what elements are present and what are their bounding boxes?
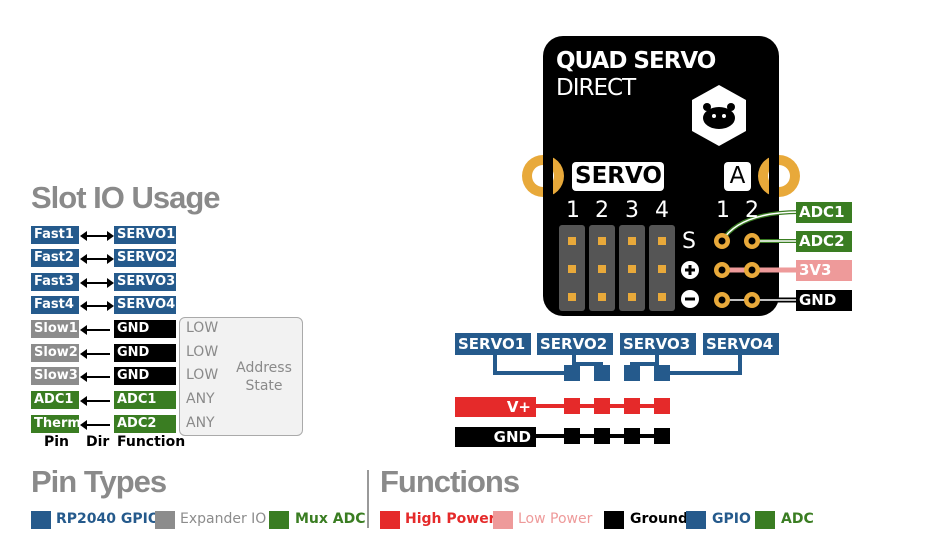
col-pin-caption: Pin xyxy=(44,434,70,450)
col-dir-caption: Dir xyxy=(86,434,110,450)
legend-label: Low Power xyxy=(518,511,593,527)
servo4-label: SERVO4 xyxy=(703,333,779,355)
servo-signal-lines xyxy=(493,355,742,375)
vplus-label: V+ xyxy=(506,398,531,416)
legend-label: RP2040 GPIO xyxy=(56,511,160,527)
legend-swatch xyxy=(604,511,624,529)
servo-label: SERVO xyxy=(575,163,662,189)
legend-label: Expander IO xyxy=(180,511,267,527)
state-label: State xyxy=(245,378,283,394)
function-tag: SERVO1 xyxy=(114,226,176,244)
vplus-rail xyxy=(455,397,670,417)
left-arrow xyxy=(80,396,110,406)
address-label: Address xyxy=(236,360,292,376)
left-arrow xyxy=(80,349,110,359)
servo-number: 3 xyxy=(625,198,639,223)
legend-label: Mux ADC xyxy=(295,511,366,527)
servo-signal-pads xyxy=(564,365,670,381)
legend-label: Ground xyxy=(630,511,688,527)
function-tag: ADC1 xyxy=(114,391,176,409)
address-state-label: Address State xyxy=(226,359,302,395)
pin-tag: Slow1 xyxy=(31,320,79,338)
bidirectional-arrow xyxy=(80,278,114,288)
pin-tag: ADC1 xyxy=(31,391,79,409)
legend-swatch xyxy=(155,511,175,529)
a-number: 2 xyxy=(745,198,759,223)
v3v3-pin-label: 3V3 xyxy=(796,260,852,281)
pin-tag: Fast4 xyxy=(31,296,79,314)
a-pads xyxy=(714,233,760,308)
adc2-pin-label: ADC2 xyxy=(796,231,852,252)
servo2-label: SERVO2 xyxy=(537,333,613,355)
gnd-rail-label: GND xyxy=(493,428,531,446)
pin-tag: Fast3 xyxy=(31,273,79,291)
legend-swatch xyxy=(31,511,51,529)
bear-logo-icon xyxy=(692,85,746,146)
legend-label: High Power xyxy=(405,511,496,527)
legend-swatch xyxy=(380,511,400,529)
left-arrow xyxy=(80,372,110,382)
legend-label: ADC xyxy=(781,511,814,527)
pin-tag: Therm xyxy=(31,415,81,433)
gnd-pin-label: GND xyxy=(796,290,852,311)
function-tag: SERVO3 xyxy=(114,273,176,291)
function-tag: GND xyxy=(114,367,176,385)
board-title-line2: DIRECT xyxy=(556,75,636,101)
pin-tag: Fast2 xyxy=(31,249,79,267)
pin-tag: Slow3 xyxy=(31,367,79,385)
function-tag: GND xyxy=(114,344,176,362)
function-tag: SERVO2 xyxy=(114,249,176,267)
level-label: LOW xyxy=(186,367,219,383)
legend-swatch xyxy=(493,511,513,529)
board-title-line1: QUAD SERVO xyxy=(556,48,716,74)
s-label: S xyxy=(682,229,696,254)
servo-number: 4 xyxy=(655,198,669,223)
servo-header xyxy=(559,225,675,311)
servo1-label: SERVO1 xyxy=(455,333,531,355)
level-label: ANY xyxy=(186,415,215,431)
legend-swatch xyxy=(686,511,706,529)
a-label: A xyxy=(729,163,746,189)
servo-number: 1 xyxy=(566,198,580,223)
pin-types-title: Pin Types xyxy=(31,464,167,499)
level-label: LOW xyxy=(186,344,219,360)
function-tag: ADC2 xyxy=(114,415,176,433)
function-tag: GND xyxy=(114,320,176,338)
legend-label: GPIO xyxy=(712,511,751,527)
bidirectional-arrow xyxy=(80,231,114,241)
servo3-label: SERVO3 xyxy=(620,333,696,355)
level-label: ANY xyxy=(186,391,215,407)
slot-io-title: Slot IO Usage xyxy=(31,180,221,215)
left-arrow xyxy=(80,420,110,430)
col-function-caption: Function xyxy=(117,434,186,450)
adc1-pin-label: ADC1 xyxy=(796,202,852,223)
pin-tag: Slow2 xyxy=(31,344,79,362)
gnd-rail xyxy=(455,427,670,447)
pin-tag: Fast1 xyxy=(31,226,79,244)
bidirectional-arrow xyxy=(80,254,114,264)
legend-swatch xyxy=(269,511,289,529)
bidirectional-arrow xyxy=(80,301,114,311)
level-label: LOW xyxy=(186,320,219,336)
function-tag: SERVO4 xyxy=(114,296,176,314)
left-arrow xyxy=(80,325,110,335)
servo-number: 2 xyxy=(595,198,609,223)
a-number: 1 xyxy=(716,198,730,223)
legend-swatch xyxy=(755,511,775,529)
functions-title: Functions xyxy=(380,464,520,499)
